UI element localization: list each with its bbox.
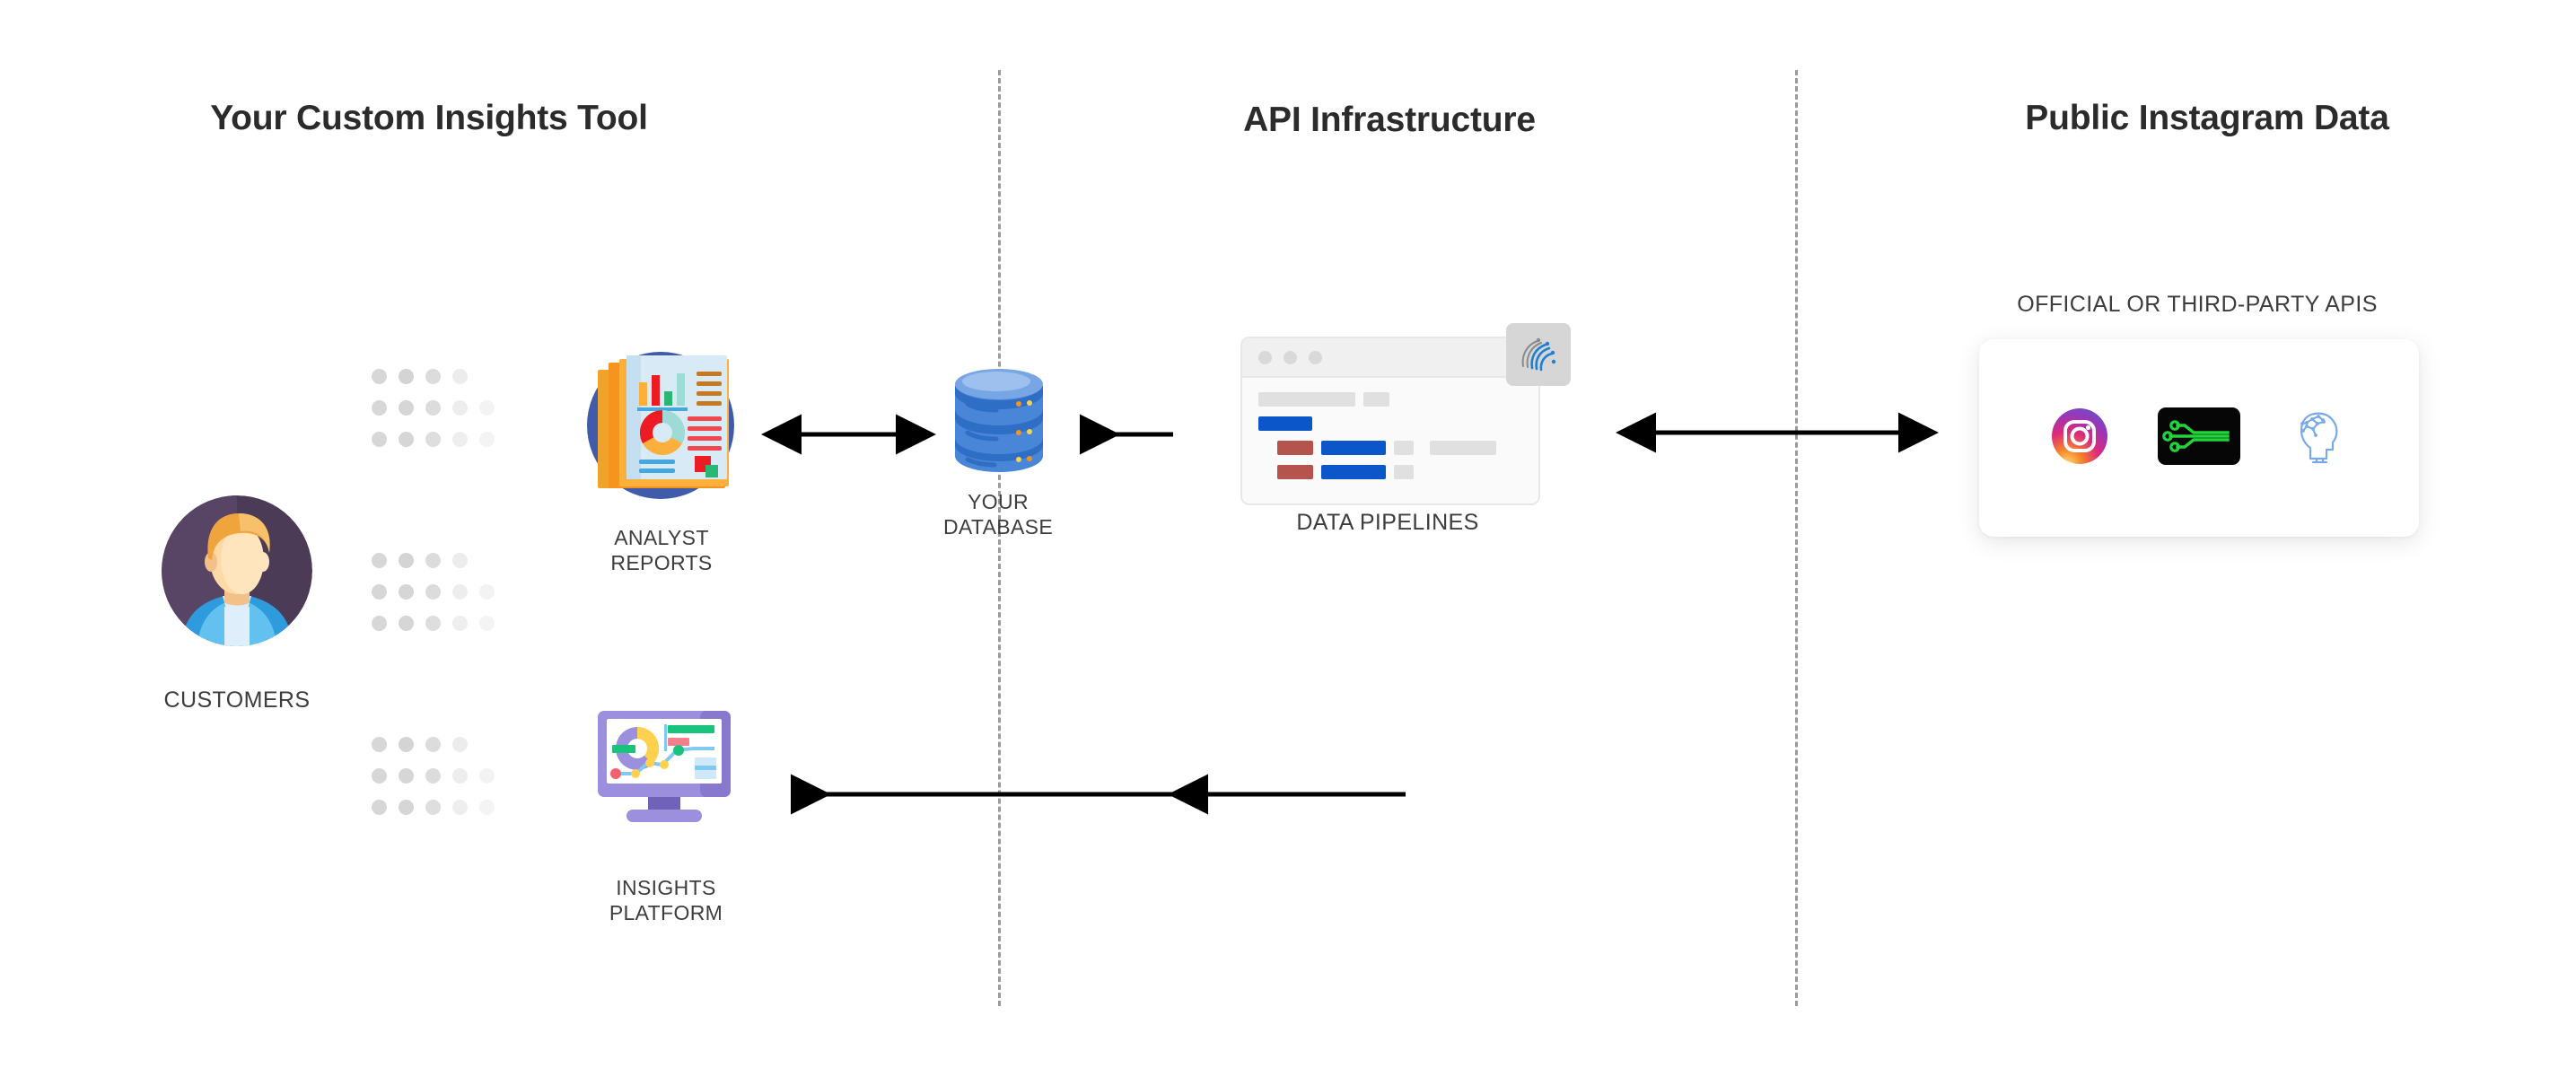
dot [479,737,495,752]
content-bar [1430,441,1496,455]
dot [399,584,414,600]
icon-database [944,366,1054,476]
browser-bar-row [1258,416,1538,431]
dot [452,432,468,447]
dot [452,584,468,600]
content-bar [1321,465,1386,479]
dot [372,616,387,631]
content-bar [1277,465,1313,479]
dot-grid-top [372,361,506,455]
browser-window-data-pipelines [1240,337,1540,505]
dot [425,616,441,631]
dot [452,553,468,568]
label-analyst-reports: ANALYST REPORTS [610,526,713,575]
label-data-pipelines: DATA PIPELINES [1296,510,1479,535]
dot [372,800,387,815]
dot-grid-bottom [372,729,506,823]
browser-content [1242,378,1538,479]
label-insights-platform: INSIGHTS PLATFORM [609,876,723,925]
dot [372,432,387,447]
customer-avatar-icon [162,495,312,646]
content-bar [1321,441,1386,455]
insights-platform-icon [598,711,731,822]
dot [425,737,441,752]
analyst-reports-icon [587,352,734,499]
circuit-chip-icon[interactable] [2158,407,2240,469]
dot [399,400,414,416]
label-customers: CUSTOMERS [163,687,311,713]
dot [452,369,468,384]
dot [372,369,387,384]
dot [425,369,441,384]
dot [399,616,414,631]
icon-analyst-reports [574,339,747,512]
dot [425,432,441,447]
browser-title-bar [1242,338,1538,378]
dot [479,584,495,600]
browser-bar-row [1258,465,1538,479]
dot [452,400,468,416]
dot [479,369,495,384]
dot [479,432,495,447]
browser-dot-3 [1309,350,1322,364]
content-bar [1394,441,1414,455]
content-bar [1394,465,1414,479]
dot [479,800,495,815]
content-bar [1277,441,1313,455]
label-official-third-party-apis: OFFICIAL OR THIRD-PARTY APIS [2017,292,2378,317]
dot [479,400,495,416]
circuit-swirl-icon [1521,337,1556,372]
dot [479,768,495,784]
dot [425,553,441,568]
dot-grid-middle [372,545,506,639]
dot [425,800,441,815]
browser-bar-row [1258,392,1538,407]
divider-left [998,70,1001,1006]
database-icon [955,369,1043,472]
content-bar [1258,416,1312,431]
dot [372,737,387,752]
dot [479,553,495,568]
dot [399,369,414,384]
dot [399,768,414,784]
dot [452,800,468,815]
label-database: YOUR DATABASE [942,490,1054,539]
ai-head-icon[interactable] [2291,407,2346,470]
column-heading-api-infrastructure: API Infrastructure [1243,101,1536,139]
browser-dot-1 [1258,350,1272,364]
browser-bar-row [1258,441,1538,455]
dot [479,616,495,631]
icon-insights-platform [592,709,736,826]
content-bar [1258,392,1355,407]
dot [399,800,414,815]
dot [372,768,387,784]
dot [372,400,387,416]
content-bar [1363,392,1389,407]
dot [425,400,441,416]
dot [425,768,441,784]
divider-right [1795,70,1798,1006]
column-heading-public-instagram-data: Public Instagram Data [2025,99,2389,137]
pipeline-logo-badge [1506,323,1571,386]
dot [399,737,414,752]
dot [399,553,414,568]
avatar-customers [162,495,312,646]
api-card [1979,339,2419,537]
dot [399,432,414,447]
instagram-icon[interactable] [2052,407,2107,468]
dot [452,616,468,631]
column-heading-custom-insights-tool: Your Custom Insights Tool [210,99,648,137]
dot [452,737,468,752]
browser-dot-2 [1284,350,1297,364]
dot [372,584,387,600]
dot [452,768,468,784]
dot [372,553,387,568]
dot [425,584,441,600]
